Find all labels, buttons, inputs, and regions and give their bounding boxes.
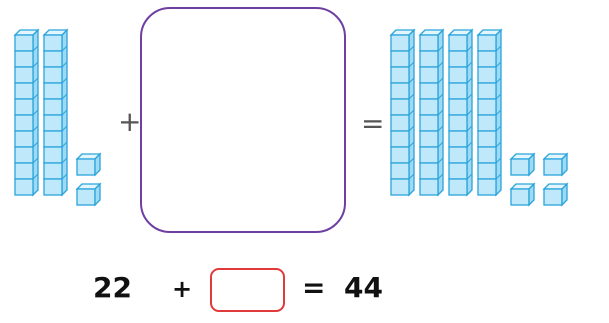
answer-input-box[interactable] [210, 268, 285, 312]
equation-plus-sign: + [172, 277, 192, 301]
unit-cube [77, 154, 100, 175]
ten-rod [44, 30, 67, 195]
unit-cube [511, 154, 534, 175]
ten-rod [391, 30, 414, 195]
unit-cube [544, 184, 567, 205]
unit-cube [511, 184, 534, 205]
ten-rod [420, 30, 443, 195]
ten-rod [15, 30, 38, 195]
ten-rod [449, 30, 472, 195]
missing-blocks-box[interactable] [140, 7, 346, 233]
unit-cube [77, 184, 100, 205]
equation-equals-sign: = [302, 274, 325, 302]
left-blocks-22 [15, 30, 100, 205]
picture-equals-sign: = [361, 110, 384, 138]
picture-plus-sign: + [118, 108, 141, 136]
unit-cube [544, 154, 567, 175]
sum-value: 44 [344, 274, 383, 302]
ten-rod [478, 30, 501, 195]
right-blocks-44 [391, 30, 567, 205]
first-addend: 22 [93, 274, 132, 302]
